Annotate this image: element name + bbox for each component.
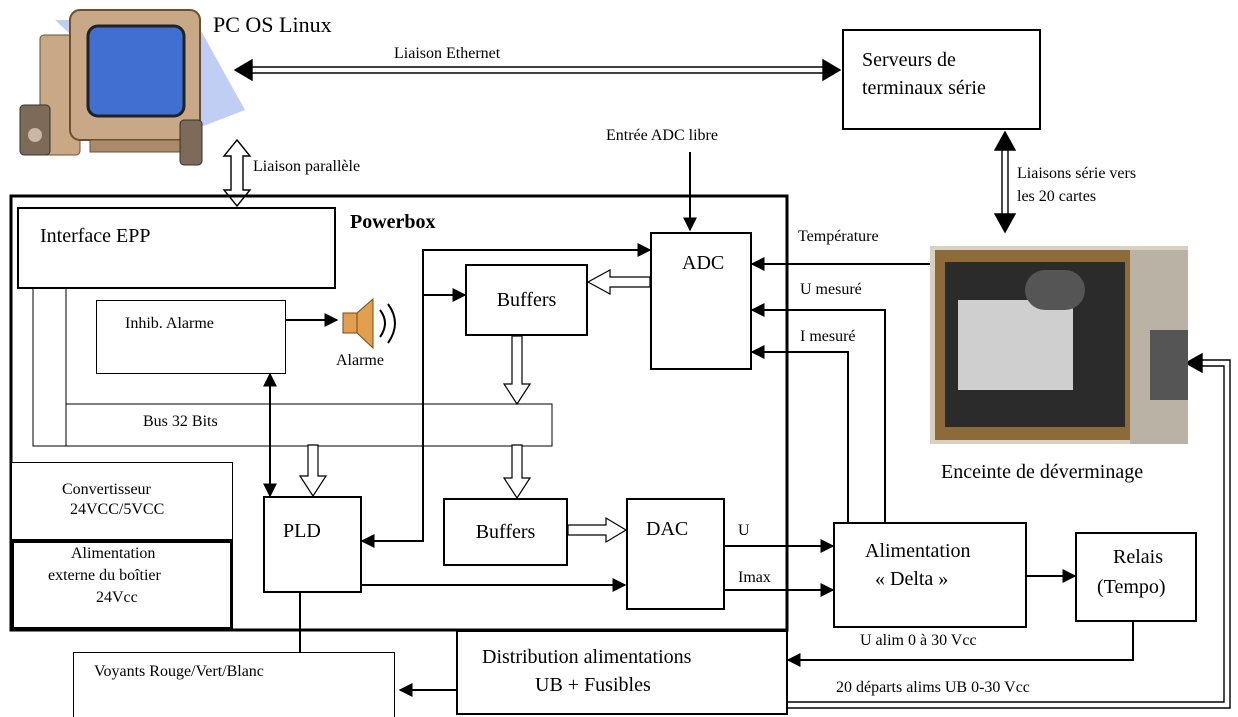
leds-box: Voyants Rouge/Vert/Blanc [73, 652, 395, 717]
u-mesure-line [750, 303, 886, 522]
inhib-alarm-box: Inhib. Alarme [96, 300, 286, 374]
speaker-icon [342, 297, 396, 350]
bus-label: Bus 32 Bits [143, 413, 218, 430]
alimentation-delta-box: Alimentation « Delta » [833, 522, 1027, 628]
conv-line2: 24VCC/5VCC [70, 501, 165, 518]
serial-link [993, 130, 1017, 234]
buffers-top-label: Buffers [496, 288, 557, 311]
external-supply-box: Alimentation externe du boîtier 24Vcc [11, 540, 233, 630]
dac-label: DAC [646, 518, 689, 540]
buffers-top-box: Buffers [465, 264, 588, 336]
buffers-to-dac-arrow [567, 516, 628, 544]
conv-line1: Convertisseur [62, 481, 151, 498]
i-mesure-line [750, 345, 849, 522]
enclosure-caption: Enceinte de déverminage [941, 461, 1144, 483]
dist-line2: UB + Fusibles [535, 674, 651, 696]
server-line1: Serveurs de [862, 49, 956, 71]
powerbox-title: Powerbox [350, 211, 436, 233]
imax-label: Imax [738, 569, 771, 586]
bus-to-pld-arrow [298, 444, 328, 498]
buffers-bottom-box: Buffers [443, 498, 568, 566]
departs-line [788, 352, 1231, 709]
pc-computer-icon [19, 9, 245, 166]
adc-box: ADC [650, 232, 752, 370]
ext-line3: 24Vcc [96, 589, 138, 606]
ext-line2: externe du boîtier [48, 567, 161, 584]
server-line2: terminaux série [862, 77, 986, 99]
powerbox-frame [9, 194, 789, 632]
distribution-box: Distribution alimentations UB + Fusibles [456, 630, 788, 715]
ext-line1: Alimentation [71, 545, 156, 562]
relay-box: Relais (Tempo) [1075, 532, 1197, 622]
epp-label: Interface EPP [40, 225, 151, 247]
alarm-label: Alarme [336, 352, 384, 369]
enclosure-photo [930, 246, 1188, 444]
serial-label-1: Liaisons série vers [1017, 165, 1137, 182]
buffers-bottom-label: Buffers [475, 520, 536, 543]
pc-title: PC OS Linux [213, 12, 332, 37]
adc-label: ADC [682, 252, 725, 274]
inhib-label: Inhib. Alarme [125, 315, 214, 332]
ethernet-link [233, 58, 842, 82]
dac-box: DAC [626, 498, 725, 610]
u-alim-label: U alim 0 à 30 Vcc [860, 632, 977, 649]
pld-adc-line [360, 243, 652, 548]
adc-input-label: Entrée ADC libre [606, 127, 718, 144]
alim-line2: « Delta » [875, 568, 949, 590]
parallel-label: Liaison parallèle [253, 158, 361, 175]
serial-label-2: les 20 cartes [1017, 188, 1097, 205]
relay-line2: (Tempo) [1097, 576, 1166, 598]
relay-line1: Relais [1113, 546, 1163, 568]
parallel-link [222, 138, 252, 208]
alim-line1: Alimentation [865, 540, 971, 562]
u-label: U [738, 522, 750, 539]
terminal-server-box: Serveurs de terminaux série [842, 29, 1041, 130]
departs-label: 20 départs alims UB 0-30 Vcc [836, 679, 1030, 696]
bus-to-buffers-bottom-arrow [502, 444, 532, 500]
converter-box: Convertisseur 24VCC/5VCC [11, 462, 233, 540]
adc-to-buffers-arrow [586, 268, 651, 296]
pld-label: PLD [283, 520, 321, 542]
dist-line1: Distribution alimentations [482, 646, 692, 668]
pld-box: PLD [263, 496, 362, 593]
ethernet-label: Liaison Ethernet [394, 45, 501, 62]
temperature-label: Température [798, 228, 879, 245]
relay-to-dist [786, 622, 1134, 667]
u-mesure-label: U mesuré [800, 281, 862, 298]
i-mesure-label: I mesuré [800, 328, 856, 345]
leds-label: Voyants Rouge/Vert/Blanc [94, 663, 264, 680]
buffers-top-to-bus-arrow [502, 335, 532, 406]
interface-epp-box: Interface EPP [17, 207, 336, 289]
